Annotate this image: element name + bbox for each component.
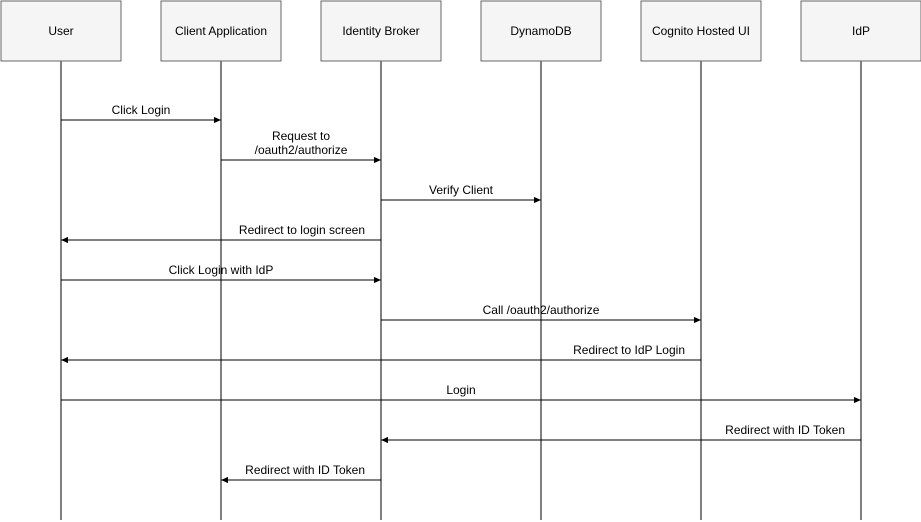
participant-box xyxy=(320,0,442,62)
lifelines xyxy=(60,61,862,520)
participant-user: User xyxy=(0,0,122,62)
participant-label: Cognito Hosted UI xyxy=(652,24,750,38)
message-2: Request to/oauth2/authorize xyxy=(221,129,381,164)
participant-label: Client Application xyxy=(175,24,267,38)
participant-idp: IdP xyxy=(800,0,921,62)
participant-label: IdP xyxy=(852,24,870,38)
message-5: Click Login with IdP xyxy=(61,263,381,284)
participant-box xyxy=(480,0,602,62)
message-label: Call /oauth2/authorize xyxy=(483,303,600,317)
message-label: Login xyxy=(446,383,475,397)
message-10: Redirect with ID Token xyxy=(221,463,381,484)
participant-dynamodb: DynamoDB xyxy=(480,0,602,62)
message-label: Request to xyxy=(272,129,330,143)
participant-box xyxy=(640,0,762,62)
message-6: Call /oauth2/authorize xyxy=(381,303,701,324)
participant-client: Client Application xyxy=(160,0,282,62)
participant-cognito: Cognito Hosted UI xyxy=(640,0,762,62)
message-label: Click Login xyxy=(112,103,171,117)
participant-label: DynamoDB xyxy=(510,24,571,38)
participant-box xyxy=(800,0,921,62)
message-3: Verify Client xyxy=(381,183,541,204)
message-label: /oauth2/authorize xyxy=(255,143,348,157)
participant-box xyxy=(0,0,122,62)
message-9: Redirect with ID Token xyxy=(381,423,861,444)
participant-box xyxy=(160,0,282,62)
message-1: Click Login xyxy=(61,103,221,124)
message-8: Login xyxy=(61,383,861,404)
message-label: Redirect to IdP Login xyxy=(573,343,685,357)
participant-broker: Identity Broker xyxy=(320,0,442,62)
message-label: Redirect with ID Token xyxy=(245,463,365,477)
participants: User Client Application Identity Broker Dyn… xyxy=(0,0,921,62)
message-label: Redirect with ID Token xyxy=(725,423,845,437)
message-label: Redirect to login screen xyxy=(239,223,365,237)
message-4: Redirect to login screen xyxy=(61,223,381,244)
message-7: Redirect to IdP Login xyxy=(61,343,701,364)
participant-label: Identity Broker xyxy=(342,24,419,38)
participant-label: User xyxy=(48,24,73,38)
message-label: Click Login with IdP xyxy=(169,263,274,277)
message-label: Verify Client xyxy=(429,183,494,197)
